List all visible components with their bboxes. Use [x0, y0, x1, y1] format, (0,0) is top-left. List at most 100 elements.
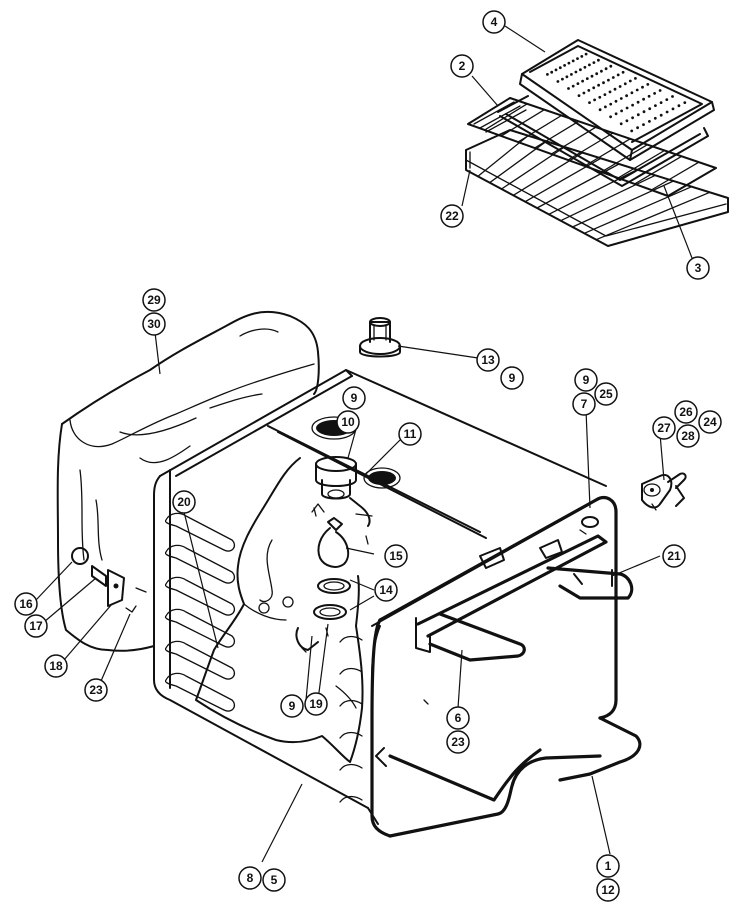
perforation-dot [631, 116, 634, 120]
perforation-dot [613, 87, 617, 91]
perforation-dot [565, 75, 569, 79]
svg-text:8: 8 [247, 871, 254, 885]
svg-text:10: 10 [341, 415, 355, 429]
perforation-dot [583, 65, 587, 69]
perforation-dot [600, 69, 603, 73]
svg-text:1: 1 [605, 859, 612, 873]
broiler-pan [519, 39, 715, 161]
perforation-dot [577, 94, 581, 97]
svg-text:12: 12 [601, 883, 615, 897]
perforation-dot [576, 57, 579, 60]
perforation-dot [671, 95, 674, 98]
rack-wire [583, 186, 693, 234]
perforation-dot [561, 77, 564, 81]
rack-guide-slot [164, 640, 236, 680]
perforation-dot [619, 122, 623, 126]
svg-text:16: 16 [19, 597, 33, 611]
svg-text:22: 22 [445, 209, 459, 223]
perforation-dot [683, 101, 687, 104]
perforation-dot [625, 119, 629, 123]
perforation-dot [671, 107, 675, 111]
broiler-pan-insert [497, 95, 709, 187]
callout-20: 20 [172, 490, 196, 514]
rack-wire [650, 161, 700, 191]
callout-7: 7 [572, 392, 596, 416]
callout-9-lens: 9 [280, 694, 304, 718]
svg-text:9: 9 [289, 699, 296, 713]
rack-wire [571, 180, 675, 228]
callout-24: 24 [698, 410, 722, 434]
perforation-dot [614, 99, 618, 103]
sensor-bracket [641, 472, 687, 511]
svg-text:29: 29 [147, 293, 161, 307]
rack-wire [584, 138, 631, 167]
svg-text:23: 23 [451, 735, 465, 749]
rack-guide-slot-right [339, 763, 363, 771]
callout-4: 4 [482, 10, 506, 34]
rack-guide-slot-right [339, 731, 363, 739]
svg-text:7: 7 [581, 397, 588, 411]
callout-23-hinge: 23 [84, 678, 108, 702]
rack-wire [548, 169, 638, 215]
callout-11: 11 [398, 422, 422, 446]
rack-guide-slot [164, 544, 236, 584]
rack-guide-slot [164, 576, 236, 616]
callout-9-connector: 9 [574, 368, 598, 392]
svg-text:20: 20 [177, 495, 191, 509]
rack-guide-slot [164, 608, 236, 648]
svg-text:24: 24 [703, 415, 717, 429]
perforation-dot [628, 79, 632, 83]
perforation-dot [588, 101, 591, 104]
perforation-dot [581, 79, 584, 83]
perforation-dot [602, 81, 605, 85]
rack-wire [600, 144, 648, 173]
perforation-dot [621, 70, 625, 74]
perforation-dot [642, 97, 645, 101]
callout-12: 12 [596, 878, 620, 902]
rack-guide-slot-right [339, 667, 363, 675]
callout-5: 5 [262, 868, 286, 892]
svg-text:9: 9 [509, 371, 516, 385]
insulation-blanket [56, 310, 320, 652]
perforation-dot [641, 85, 644, 89]
perforation-dot [630, 129, 634, 133]
callout-6: 6 [446, 706, 470, 730]
rack-guide-slot [164, 672, 236, 712]
torn-cutaway [195, 457, 364, 763]
perforation-dot [558, 66, 562, 70]
rack-wire [634, 155, 683, 185]
rack-wire [550, 126, 597, 155]
perforation-dot [659, 101, 663, 104]
svg-text:30: 30 [147, 317, 161, 331]
svg-text:4: 4 [491, 15, 498, 29]
perforation-dot [603, 93, 607, 96]
perforation-dot [576, 82, 580, 85]
perforation-dot [584, 52, 588, 56]
perforation-dot [563, 64, 566, 67]
broiler-pan-perforations [546, 52, 687, 133]
perforation-dot [616, 73, 620, 77]
perforation-dot [598, 108, 602, 112]
perforation-dot [567, 61, 571, 65]
hinge-bracket [71, 547, 147, 613]
perforation-dot [614, 112, 618, 116]
perforation-dot [636, 126, 639, 130]
rack-wire [500, 146, 566, 190]
perforation-dot [611, 76, 615, 79]
perforation-dot [677, 104, 681, 108]
svg-text:5: 5 [271, 873, 278, 887]
perforation-dot [595, 72, 599, 76]
perforation-dot [592, 61, 596, 64]
leader-lines [35, 25, 693, 863]
svg-text:15: 15 [389, 549, 403, 563]
svg-text:6: 6 [455, 711, 462, 725]
svg-text:25: 25 [599, 387, 613, 401]
callout-13: 13 [476, 348, 500, 372]
perforation-dot [634, 77, 637, 80]
perforation-dot [620, 109, 623, 113]
rack-wire [500, 109, 545, 137]
callout-26: 26 [674, 400, 698, 424]
callout-3: 3 [686, 256, 710, 280]
rack-guide-slot [164, 512, 236, 552]
